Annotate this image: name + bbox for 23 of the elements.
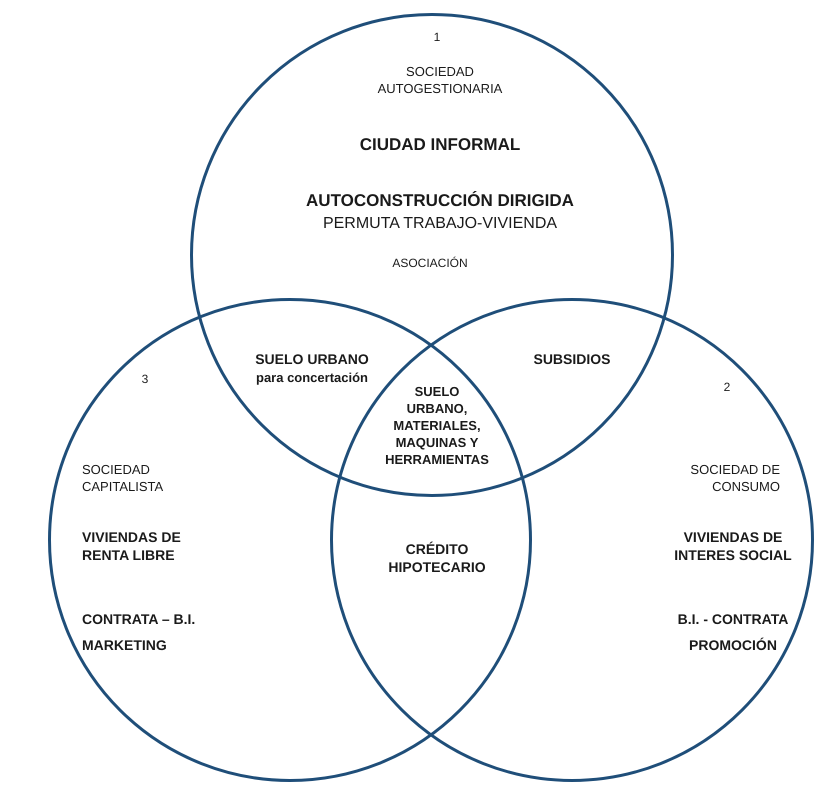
housing-type: CIUDAD INFORMAL bbox=[358, 134, 522, 156]
intersection-label: SUBSIDIOS bbox=[532, 350, 612, 368]
production-mode: CONTRATA – B.I. bbox=[82, 610, 196, 628]
promotion-label: PROMOCIÓN bbox=[688, 636, 778, 654]
circle-number: 1 bbox=[432, 30, 442, 46]
circle-number: 3 bbox=[140, 372, 150, 388]
housing-type: VIVIENDAS DE INTERES SOCIAL bbox=[673, 528, 793, 564]
intersection-label: SUELO URBANO bbox=[254, 350, 370, 368]
housing-type: VIVIENDAS DE RENTA LIBRE bbox=[82, 528, 182, 564]
society-label: SOCIEDAD AUTOGESTIONARIA bbox=[376, 64, 504, 98]
intersection-label: SUELO URBANO, MATERIALES, MAQUINAS Y HERRAMIENTAS bbox=[384, 384, 490, 468]
intersection-label: CRÉDITO HIPOTECARIO bbox=[387, 540, 487, 576]
intersection-label: para concertación bbox=[255, 370, 369, 387]
production-mode: AUTOCONSTRUCCIÓN DIRIGIDA bbox=[305, 190, 575, 212]
organization-label: ASOCIACIÓN bbox=[391, 256, 469, 272]
venn-circle bbox=[48, 298, 532, 782]
circle-number: 2 bbox=[722, 380, 732, 396]
promotion-label: MARKETING bbox=[82, 636, 168, 654]
society-label: SOCIEDAD DE CONSUMO bbox=[689, 462, 780, 496]
venn-circle bbox=[190, 13, 674, 497]
society-label: SOCIEDAD CAPITALISTA bbox=[82, 462, 164, 496]
exchange-label: PERMUTA TRABAJO-VIVIENDA bbox=[322, 214, 558, 234]
production-mode: B.I. - CONTRATA bbox=[676, 610, 790, 628]
